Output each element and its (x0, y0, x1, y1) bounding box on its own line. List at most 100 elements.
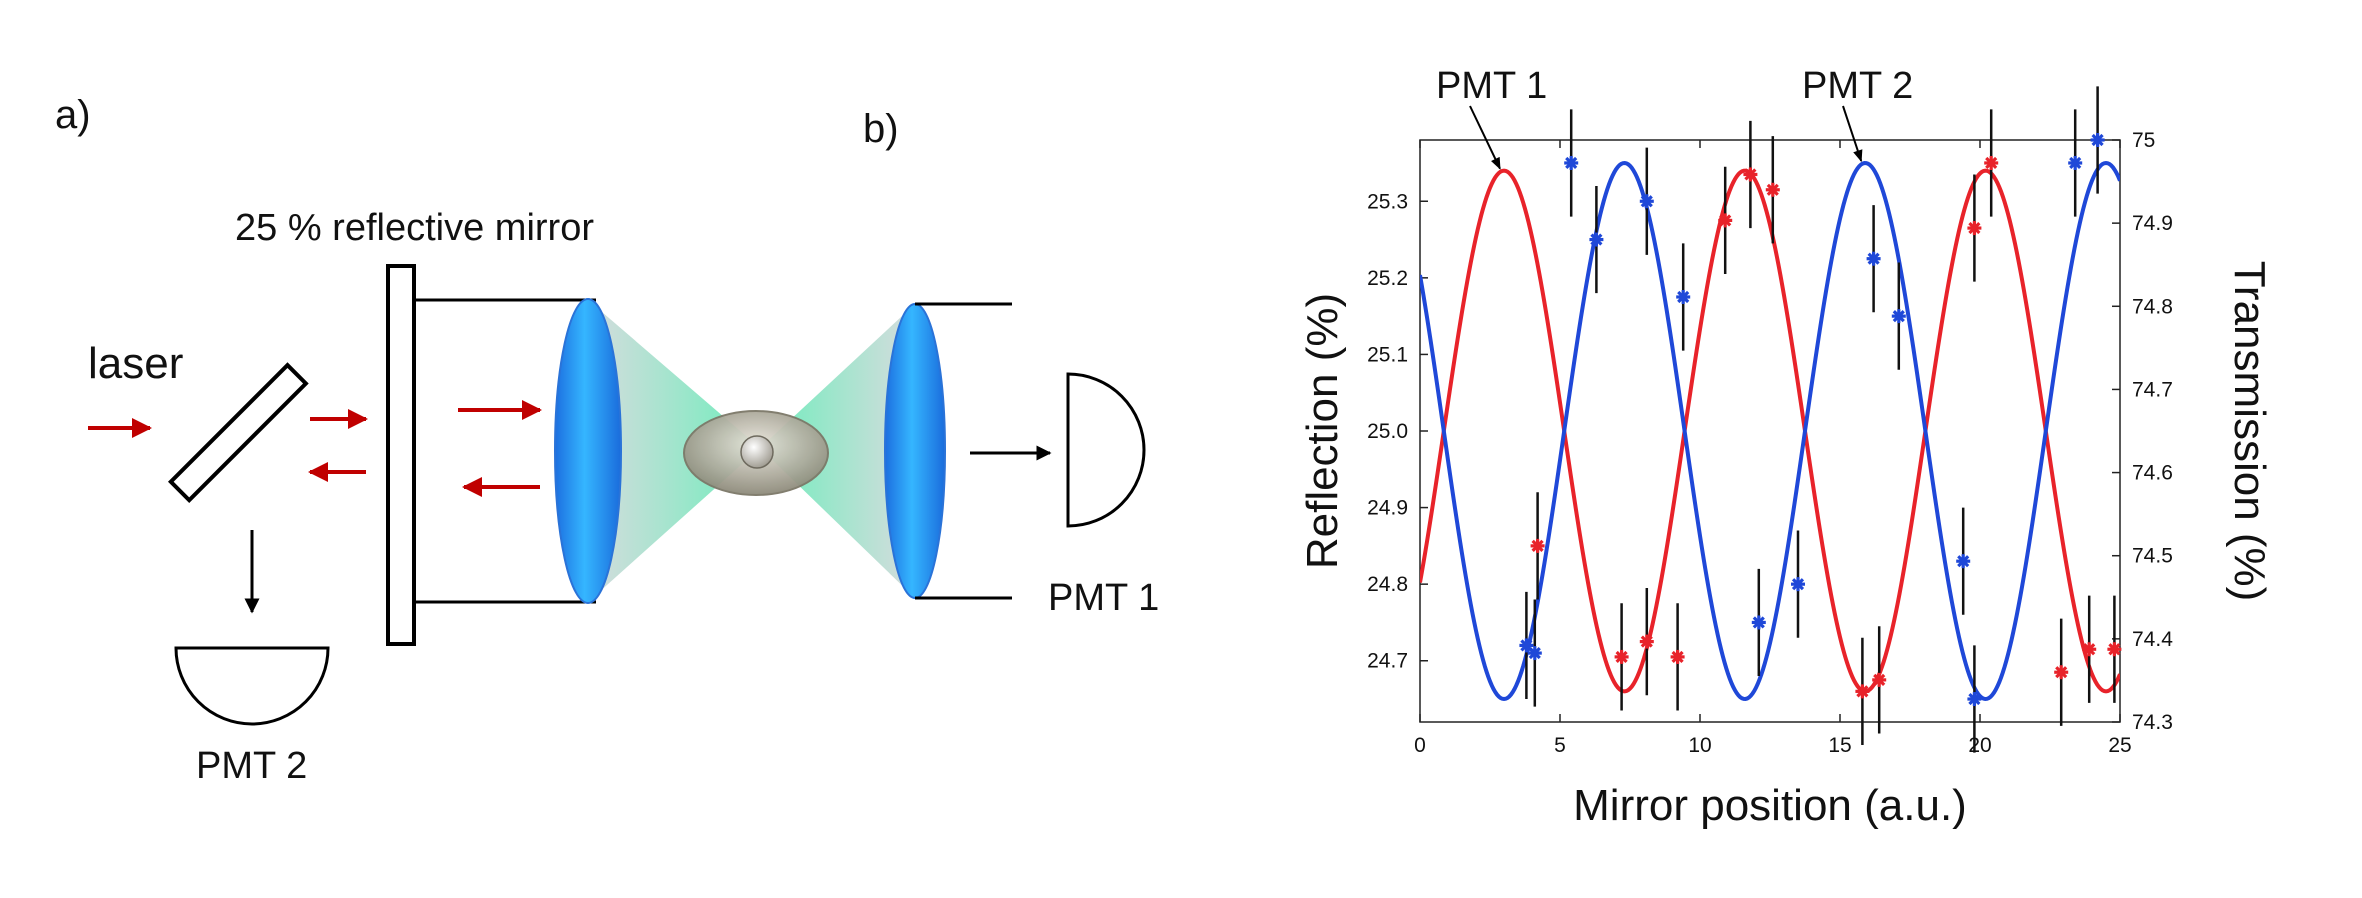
point-stroke (1615, 650, 1628, 663)
data-point (1956, 554, 1971, 569)
data-point (1519, 638, 1534, 653)
data-point (1718, 213, 1733, 228)
point-stroke (1968, 692, 1981, 706)
point-stroke (1752, 616, 1765, 629)
annotation-pmt1-arrow (1469, 105, 1501, 170)
x-tick-label: 0 (1414, 734, 1426, 757)
data-point (1967, 221, 1982, 236)
point-stroke (2055, 666, 2068, 679)
y2-tick-label: 74.6 (2132, 462, 2173, 485)
point-stroke (1744, 168, 1757, 181)
data-point (2090, 133, 2105, 147)
point-stroke (1531, 539, 1544, 552)
x-tick-label: 20 (1968, 734, 1991, 757)
y-tick-label: 25.3 (1367, 190, 1408, 213)
panel-a-label: a) (55, 93, 91, 137)
point-stroke (1671, 650, 1684, 663)
data-point (1967, 692, 1982, 707)
y-tick-label: 25.1 (1367, 343, 1408, 366)
x-tick-label: 5 (1554, 734, 1566, 757)
data-point (2107, 642, 2122, 657)
y-tick-label: 24.7 (1367, 650, 1408, 673)
point-stroke (1856, 685, 1869, 698)
mirror-label: 25 % reflective mirror (235, 207, 594, 249)
point-stroke (2108, 643, 2121, 656)
fit-curve-1 (1420, 168, 2120, 694)
x-axis-label: Mirror position (a.u.) (1573, 781, 1967, 830)
focus-beam-right (760, 304, 915, 598)
y-tick-label: 25.2 (1367, 267, 1408, 290)
point-stroke (1766, 183, 1779, 196)
x-tick-label: 25 (2108, 734, 2131, 757)
point-stroke (2083, 643, 2096, 656)
laser-label: laser (88, 339, 183, 388)
data-point (1614, 649, 1629, 664)
y-tick-label: 24.9 (1367, 497, 1408, 520)
data-point (1564, 155, 1579, 170)
point-stroke (1968, 221, 1981, 235)
data-point (1891, 309, 1906, 324)
focus-beam-left (588, 300, 760, 602)
point-stroke (1677, 290, 1690, 304)
point-stroke (1640, 635, 1653, 648)
point-stroke (2069, 156, 2082, 170)
data-point (1670, 649, 1685, 664)
point-stroke (1520, 639, 1533, 652)
y2-tick-label: 74.9 (2132, 212, 2173, 235)
annotation-pmt2: PMT 2 (1802, 65, 1913, 107)
data-point (2082, 642, 2097, 657)
point-stroke (1640, 195, 1653, 208)
point-stroke (2091, 133, 2104, 147)
data-point (1866, 251, 1881, 266)
point-stroke (1873, 673, 1886, 686)
panel-b-label: b) (863, 107, 899, 151)
y2-tick-label: 74.3 (2132, 711, 2173, 734)
x-tick-label: 10 (1688, 734, 1711, 757)
x-tick-label: 15 (1828, 734, 1851, 757)
left-lens (554, 298, 622, 604)
beam-splitter (167, 362, 309, 504)
data-point (1765, 182, 1780, 197)
y-tick-label: 25.0 (1367, 420, 1408, 443)
point-stroke (1590, 233, 1603, 246)
data-point (1527, 646, 1542, 661)
annotation-pmt2-arrow (1842, 105, 1863, 163)
y2-axis-label: Transmission (%) (2225, 261, 2274, 602)
y2-tick-label: 75 (2132, 129, 2155, 152)
point-stroke (1528, 646, 1541, 660)
y-axis-label: Reflection (%) (1298, 293, 1347, 569)
data-point (1589, 232, 1604, 247)
atom (740, 435, 774, 469)
data-point (1791, 577, 1805, 592)
data-point (1984, 155, 1999, 170)
y2-tick-label: 74.8 (2132, 295, 2173, 318)
data-point (1530, 538, 1545, 553)
data-point (2068, 155, 2083, 170)
data-point (1676, 289, 1691, 304)
pmt2-detector (174, 646, 330, 726)
plot-area (1420, 160, 2120, 702)
point-stroke (1791, 578, 1805, 591)
point-stroke (1719, 214, 1732, 227)
data-point (1855, 684, 1870, 699)
data-point (1743, 167, 1758, 182)
pmt1-detector (1066, 372, 1146, 528)
point-stroke (1892, 310, 1905, 323)
y2-tick-label: 74.7 (2132, 378, 2173, 401)
reflective-mirror (386, 264, 416, 646)
data-point (2054, 665, 2069, 680)
point-stroke (1957, 555, 1970, 568)
y2-tick-label: 74.4 (2132, 628, 2173, 651)
pmt1-label: PMT 1 (1048, 577, 1159, 619)
point-stroke (1985, 156, 1998, 170)
data-point (1751, 615, 1766, 630)
fit-curve-2 (1420, 160, 2120, 702)
data-point (1639, 634, 1654, 649)
chart: 0 5 10 15 20 25 24.7 24.8 24.9 25.0 25.1 25.2 25.3 74… (1298, 65, 2274, 830)
data-point (1639, 194, 1654, 209)
pmt2-label: PMT 2 (196, 745, 307, 787)
y-tick-label: 24.8 (1367, 573, 1408, 596)
point-stroke (1565, 156, 1578, 170)
y2-tick-label: 74.5 (2132, 545, 2173, 568)
